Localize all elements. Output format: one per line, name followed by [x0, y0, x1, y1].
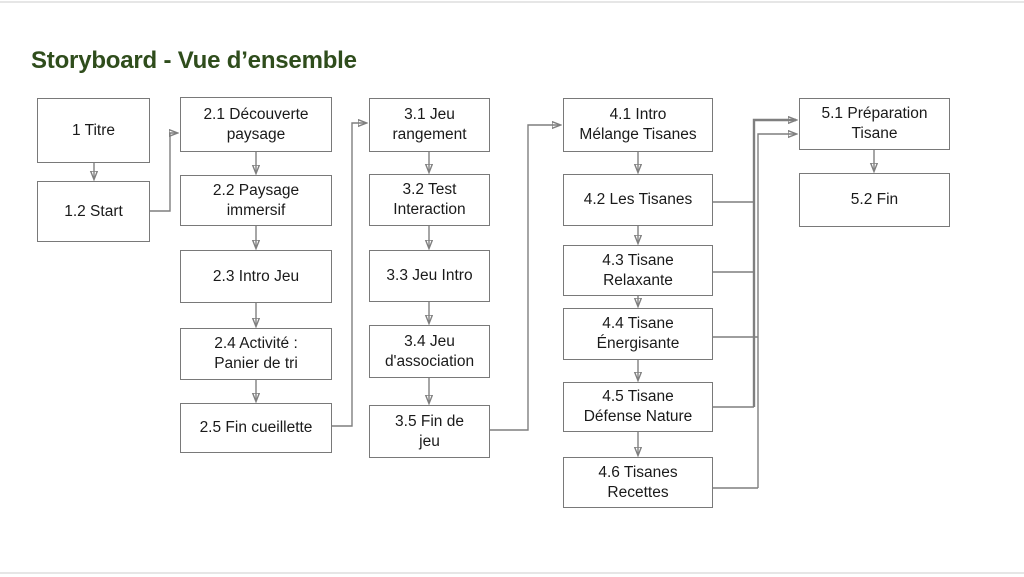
node-1-2-start: 1.2 Start — [37, 181, 150, 242]
node-label: Recettes — [607, 483, 669, 501]
node-5-1-preparation-tisane: 5.1 Préparation Tisane — [799, 98, 950, 150]
node-label: 2.5 Fin cueillette — [199, 419, 313, 436]
edge-bus-a-to-5-1-arrow — [752, 120, 796, 407]
edge-3-5-to-4-1-arrow — [490, 125, 560, 431]
node-2-4-activite-panier-de-tri: 2.4 Activité : Panier de tri — [180, 328, 332, 380]
node-label: 3.5 Fin de — [395, 412, 464, 430]
page-title: Storyboard - Vue d’ensemble — [31, 47, 357, 75]
node-label: 4.4 Tisane — [602, 315, 674, 332]
node-label: 4.3 Tisane — [602, 251, 674, 269]
node-label: 2.3 Intro Jeu — [212, 267, 300, 285]
node-4-5-tisane-defense-nature: 4.5 Tisane Défense Nature — [563, 382, 713, 432]
node-label: Interaction — [393, 201, 466, 218]
node-2-5-fin-cueillette: 2.5 Fin cueillette — [180, 403, 332, 453]
node-1-titre: 1 Titre — [37, 98, 150, 163]
edge-1-2-to-2-1-arrow — [150, 133, 177, 212]
top-rule — [0, 1, 1024, 3]
node-label: 4.5 Tisane — [602, 388, 674, 405]
node-label: 3.1 Jeu — [404, 106, 455, 123]
node-label: immersif — [226, 201, 286, 219]
node-2-1-decouverte-paysage: 2.1 Découverte paysage — [180, 97, 332, 152]
node-5-2-fin: 5.2 Fin — [799, 173, 950, 227]
node-label: 2.1 Découverte — [203, 105, 309, 123]
node-label: Relaxante — [603, 271, 673, 289]
node-label: Tisane — [851, 125, 898, 142]
node-label: Défense Nature — [583, 408, 693, 425]
bus-a-stubs — [713, 201, 754, 408]
node-label: 4.1 Intro — [609, 106, 667, 123]
node-label: 3.3 Jeu Intro — [386, 267, 473, 284]
node-label: 3.2 Test — [402, 181, 457, 198]
edge-bus-b-to-5-1-arrow — [757, 134, 796, 488]
node-2-2-paysage-immersif: 2.2 Paysage immersif — [180, 175, 332, 226]
node-label: 2.2 Paysage — [212, 181, 300, 199]
node-label: 4.6 Tisanes — [598, 463, 678, 481]
bus-b-stubs — [713, 336, 758, 489]
node-label: paysage — [226, 125, 286, 143]
node-3-4-jeu-association: 3.4 Jeu d'association — [369, 325, 490, 378]
node-label: 1.2 Start — [64, 202, 123, 220]
node-label: Énergisante — [596, 335, 680, 352]
node-label: 5.2 Fin — [850, 191, 899, 208]
node-label: d'association — [384, 352, 475, 370]
node-3-1-jeu-rangement: 3.1 Jeu rangement — [369, 98, 490, 152]
node-label: Mélange Tisanes — [579, 126, 697, 143]
bottom-rule — [0, 572, 1024, 574]
node-3-2-test-interaction: 3.2 Test Interaction — [369, 174, 490, 226]
node-label: jeu — [419, 432, 440, 450]
node-3-5-fin-de-jeu: 3.5 Fin de jeu — [369, 405, 490, 458]
node-3-3-jeu-intro: 3.3 Jeu Intro — [369, 250, 490, 302]
edge-2-5-to-3-1-arrow — [332, 123, 366, 427]
node-label: Panier de tri — [214, 355, 298, 372]
node-label: 4.2 Les Tisanes — [583, 191, 693, 208]
node-4-3-tisane-relaxante: 4.3 Tisane Relaxante — [563, 245, 713, 296]
node-label: 5.1 Préparation — [821, 105, 928, 122]
node-4-1-intro-melange-tisanes: 4.1 Intro Mélange Tisanes — [563, 98, 713, 152]
node-2-3-intro-jeu: 2.3 Intro Jeu — [180, 250, 332, 303]
node-4-4-tisane-energisante: 4.4 Tisane Énergisante — [563, 308, 713, 360]
node-label: 1 Titre — [71, 121, 116, 139]
node-4-6-tisanes-recettes: 4.6 Tisanes Recettes — [563, 457, 713, 508]
node-4-2-les-tisanes: 4.2 Les Tisanes — [563, 174, 713, 226]
node-label: 3.4 Jeu — [404, 332, 455, 350]
node-label: 2.4 Activité : — [214, 335, 298, 352]
node-label: rangement — [392, 126, 467, 143]
